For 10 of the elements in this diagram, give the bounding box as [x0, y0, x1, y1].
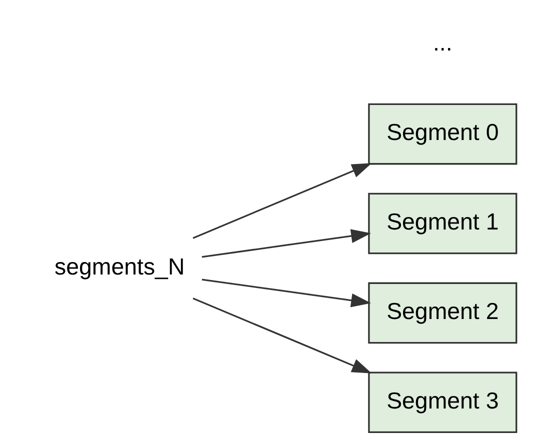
arrow	[192, 163, 372, 239]
arrow	[192, 298, 372, 374]
node-box: Segment 0	[368, 103, 517, 165]
arrow	[201, 278, 371, 308]
node-text: segments_N	[54, 253, 184, 280]
node-box: Segment 1	[368, 192, 517, 254]
label: ...	[432, 30, 452, 56]
node-box: Segment 3	[368, 372, 517, 434]
node-box: Segment 2	[368, 282, 517, 344]
arrow	[201, 229, 371, 258]
